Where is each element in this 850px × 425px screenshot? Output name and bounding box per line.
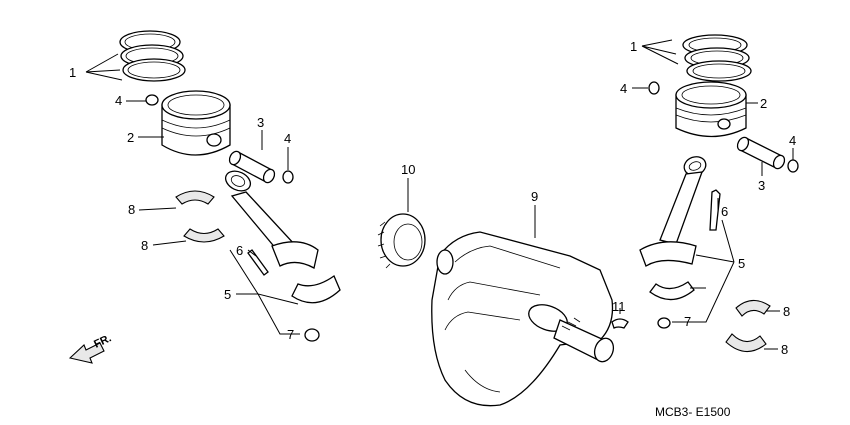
leader-lines xyxy=(85,39,794,350)
connecting-rod-left xyxy=(224,170,319,269)
callout: 8 xyxy=(783,304,790,319)
callout: 3 xyxy=(758,178,765,193)
rod-cap-right xyxy=(649,281,695,301)
callout: 7 xyxy=(287,327,294,342)
piston-rings-left xyxy=(119,30,186,82)
callout: 9 xyxy=(531,189,538,204)
rod-nut-right xyxy=(657,317,671,329)
bearing-right-upper xyxy=(735,299,771,317)
rod-bolt-left xyxy=(247,249,269,276)
piston-pin-right xyxy=(736,136,786,170)
circlip-left-pin xyxy=(282,170,294,184)
callout: 10 xyxy=(401,162,415,177)
piston-rings-right xyxy=(682,34,752,82)
callout: 4 xyxy=(620,81,627,96)
crankshaft xyxy=(431,231,615,407)
callout: 8 xyxy=(141,238,148,253)
callout: 4 xyxy=(115,93,122,108)
piston-right xyxy=(675,81,747,138)
circlip-right-top xyxy=(648,81,660,95)
callout: 5 xyxy=(738,256,745,271)
piston-left xyxy=(161,90,231,156)
rod-nut-left xyxy=(304,328,320,342)
connecting-rod-right xyxy=(639,156,707,267)
callout: 7 xyxy=(684,314,691,329)
callout: 6 xyxy=(721,204,728,219)
callout: 6 xyxy=(236,243,243,258)
callout: 5 xyxy=(224,287,231,302)
bearing-left-upper xyxy=(175,190,215,205)
circlip-right-pin xyxy=(787,159,799,173)
piston-pin-left xyxy=(228,150,276,184)
callout: 2 xyxy=(127,130,134,145)
callout: 4 xyxy=(284,131,291,146)
callout: 8 xyxy=(128,202,135,217)
callout: 3 xyxy=(257,115,264,130)
diagram-code: MCB3- E1500 xyxy=(655,405,731,419)
callout: 1 xyxy=(630,39,637,54)
callouts: 1 4 2 3 4 8 8 6 5 7 10 9 1 4 2 4 3 6 5 1… xyxy=(69,39,796,357)
callout: 8 xyxy=(781,342,788,357)
direction-label: FR. xyxy=(92,332,113,350)
direction-arrow: FR. xyxy=(68,332,113,364)
circlip-left-top xyxy=(145,94,159,106)
rod-cap-left xyxy=(291,275,341,304)
woodruff-key xyxy=(611,318,629,329)
callout: 2 xyxy=(760,96,767,111)
callout: 1 xyxy=(69,65,76,80)
timing-gear xyxy=(377,213,426,269)
bearing-left-lower xyxy=(183,228,225,243)
callout: 11 xyxy=(612,299,626,314)
bearing-right-lower xyxy=(725,333,767,353)
callout: 4 xyxy=(789,133,796,148)
